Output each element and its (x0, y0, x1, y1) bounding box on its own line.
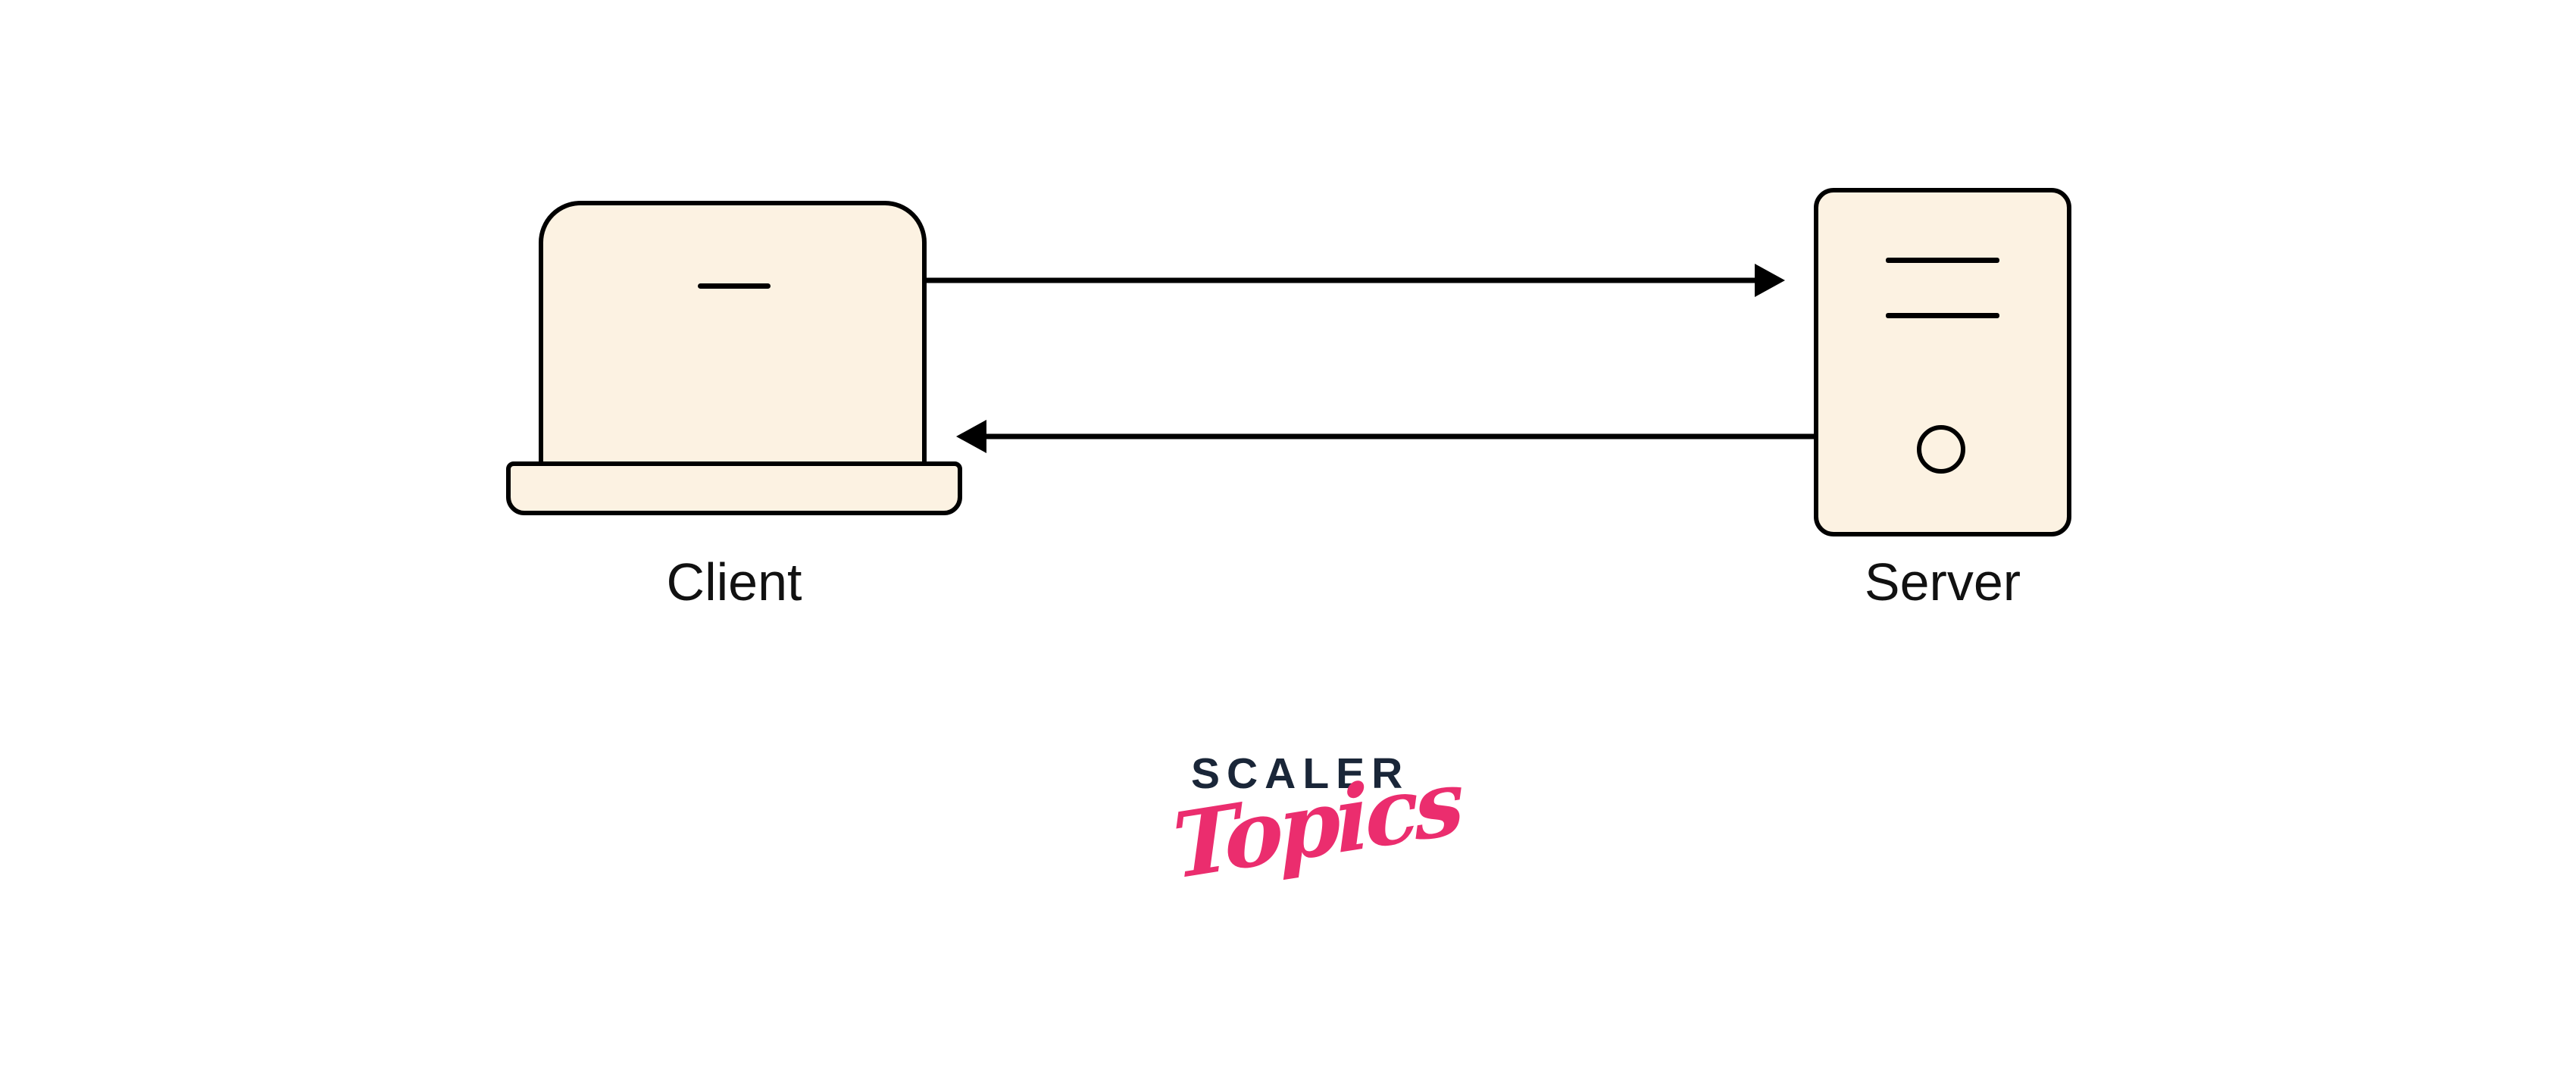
laptop-icon (539, 201, 927, 466)
request-arrow (926, 264, 1785, 297)
laptop-base (506, 461, 962, 515)
server-label: Server (1864, 552, 2021, 612)
server-power-button-icon (1917, 425, 1965, 474)
arrowhead-left-icon (956, 420, 986, 453)
response-arrow (956, 420, 1816, 453)
server-tower-icon (1814, 188, 2071, 536)
laptop-notch-line (698, 283, 771, 289)
server-slot-line (1886, 258, 1999, 263)
logo-brand-text: SCALER (1191, 749, 1410, 798)
server-slot-line (1886, 313, 1999, 318)
scaler-topics-logo: SCALER Topics (1171, 749, 1491, 961)
client-label: Client (666, 552, 802, 612)
arrowhead-right-icon (1755, 264, 1785, 297)
